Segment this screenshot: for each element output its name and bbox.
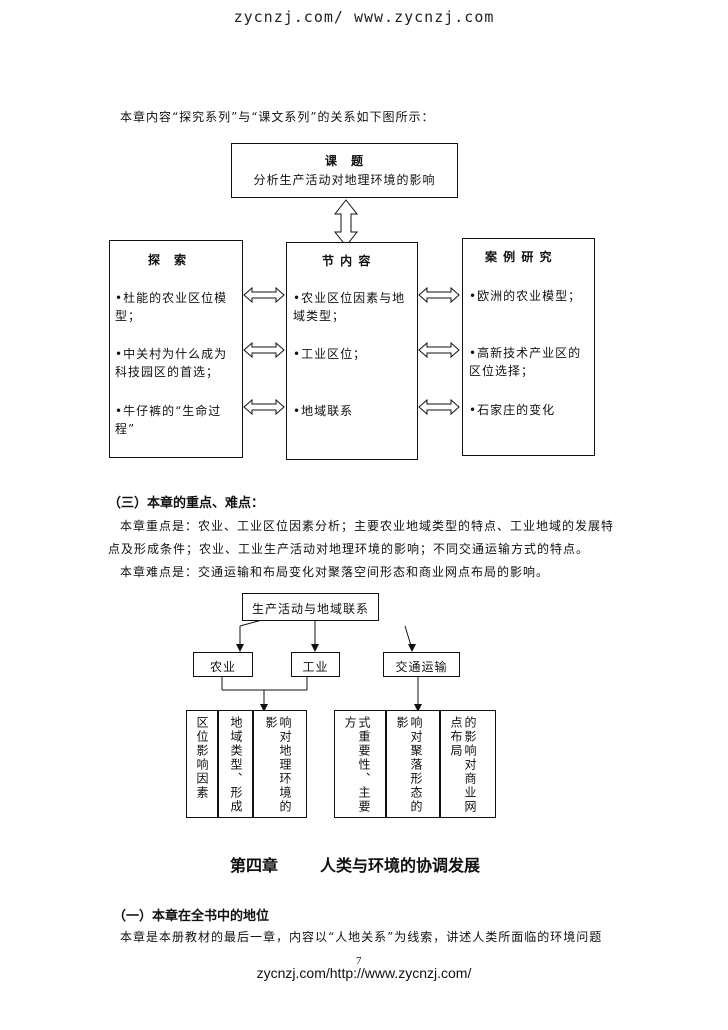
explore-box: 探 索 •杜能的农业区位模 型； •中关村为什么成为 科技园区的首选； •牛仔裤…	[109, 240, 243, 458]
page-footer: zycnzj.com/http://www.zycnzj.com/	[256, 965, 472, 981]
explore-item: •杜能的农业区位模	[115, 291, 228, 305]
left-arrow-2	[243, 341, 285, 359]
section-content-box: 节 内 容 •农业区位因素与地 域类型； •工业区位； •地域联系	[286, 242, 418, 460]
env-impact-text: 响对地理环境的影	[264, 716, 292, 814]
topic-box: 课 题 分析生产活动对地理环境的影响	[231, 143, 458, 198]
location-factors-text: 区位影响因素	[195, 716, 209, 800]
page-number: 7	[356, 955, 362, 967]
right-arrow-1	[418, 286, 460, 304]
content-item: 域类型；	[293, 309, 346, 323]
explore-item: 型；	[115, 309, 142, 323]
agriculture-label: 农业	[209, 660, 236, 674]
topic-title: 课 题	[324, 154, 364, 168]
industry-box: 工业	[291, 652, 340, 677]
explore-title: 探 索	[148, 253, 188, 267]
left-arrow-1	[243, 286, 285, 304]
case-study-title: 案 例 研 究	[485, 250, 553, 264]
case-item: •石家庄的变化	[469, 403, 556, 417]
key-points-line: 点及形成条件；农业、工业生产活动对地理环境的影响；不同交通运输方式的特点。	[108, 542, 590, 556]
transport-box: 交通运输	[383, 652, 460, 677]
section1-heading: （一）本章在全书中的地位	[113, 909, 270, 924]
settlement-impact-text: 响对聚落形态的影	[395, 716, 423, 814]
difficulty-line: 本章难点是：交通运输和布局变化对聚落空间形态和商业网点布局的影响。	[120, 565, 550, 579]
vertical-double-arrow	[333, 199, 359, 247]
right-arrow-3	[418, 398, 460, 416]
commerce-impact-text: 的影响对商业网点布局	[449, 716, 477, 814]
settlement-impact-box: 响对聚落形态的影	[386, 710, 440, 818]
key-points-line: 本章重点是：农业、工业区位因素分析；主要农业地域类型的特点、工业地域的发展特	[120, 519, 615, 533]
root-box: 生产活动与地域联系	[242, 593, 379, 621]
agriculture-box: 农业	[193, 652, 253, 677]
region-types-box: 地域类型、形成	[218, 710, 253, 818]
transport-importance-box: 式重要性、主要方	[334, 710, 386, 818]
case-study-box: 案 例 研 究 •欧洲的农业模型； •高新技术产业区的 区位选择； •石家庄的变…	[462, 238, 595, 456]
region-types-text: 地域类型、形成	[229, 716, 243, 814]
transport-importance-text: 式重要性、主要方	[343, 716, 371, 814]
transport-label: 交通运输	[395, 660, 448, 674]
explore-item: 程”	[115, 422, 136, 436]
explore-item: •牛仔裤的“生命过	[115, 404, 222, 418]
location-factors-box: 区位影响因素	[186, 710, 218, 818]
env-impact-box: 响对地理环境的影	[253, 710, 307, 818]
case-item: •欧洲的农业模型；	[469, 289, 582, 303]
section-content-title: 节 内 容	[322, 254, 372, 268]
left-arrow-3	[243, 398, 285, 416]
section1-line: 本章是本册教材的最后一章，内容以“人地关系”为线索，讲述人类所面临的环境问题	[120, 930, 603, 944]
explore-item: 科技园区的首选；	[115, 365, 220, 379]
chapter-title: 人类与环境的协调发展	[320, 856, 481, 875]
topic-text: 分析生产活动对地理环境的影响	[253, 173, 436, 187]
section3-heading: （三）本章的重点、难点：	[108, 496, 265, 511]
content-item: •农业区位因素与地	[293, 291, 406, 305]
case-item: •高新技术产业区的	[469, 346, 582, 360]
root-label: 生产活动与地域联系	[251, 602, 369, 616]
chapter-number: 第四章	[230, 856, 279, 875]
case-item: 区位选择；	[469, 364, 535, 378]
intro-text: 本章内容“探究系列”与“课文系列”的关系如下图所示：	[120, 110, 435, 124]
industry-label: 工业	[302, 660, 329, 674]
page-header: zycnzj.com/ www.zycnzj.com	[233, 8, 495, 26]
commerce-impact-box: 的影响对商业网点布局	[440, 710, 496, 818]
explore-item: •中关村为什么成为	[115, 347, 228, 361]
right-arrow-2	[418, 341, 460, 359]
content-item: •工业区位；	[293, 347, 367, 361]
content-item: •地域联系	[293, 404, 354, 418]
